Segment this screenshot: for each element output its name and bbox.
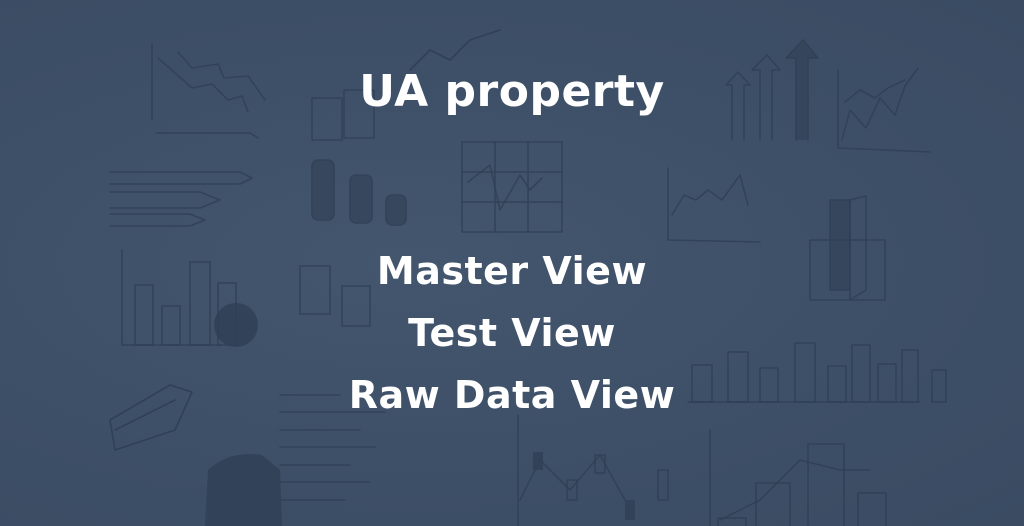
arrows-sketch: [109, 171, 253, 227]
candlestick-chart-sketch: [517, 414, 669, 526]
person-silhouette: [205, 303, 282, 526]
3d-block-sketch: [809, 195, 886, 301]
horizontal-bars-sketch: [279, 394, 386, 501]
view-item-raw-data: Raw Data View: [348, 373, 676, 417]
rising-line-chart-sketch: [837, 67, 931, 153]
cylinders-sketch: [299, 89, 407, 327]
view-list: Master View Test View Raw Data View: [0, 240, 1024, 426]
small-line-chart-sketch: [667, 167, 761, 243]
grid-chart-sketch: [461, 141, 563, 233]
bottom-bars-sketch: [709, 429, 887, 526]
view-item-master: Master View: [376, 249, 648, 293]
bar-chart-sketch-right: [687, 342, 947, 403]
page-title: UA property: [359, 66, 665, 117]
up-arrows-sketch: [725, 39, 819, 141]
declining-line-chart-sketch: [151, 43, 266, 139]
view-item-test: Test View: [408, 311, 616, 355]
